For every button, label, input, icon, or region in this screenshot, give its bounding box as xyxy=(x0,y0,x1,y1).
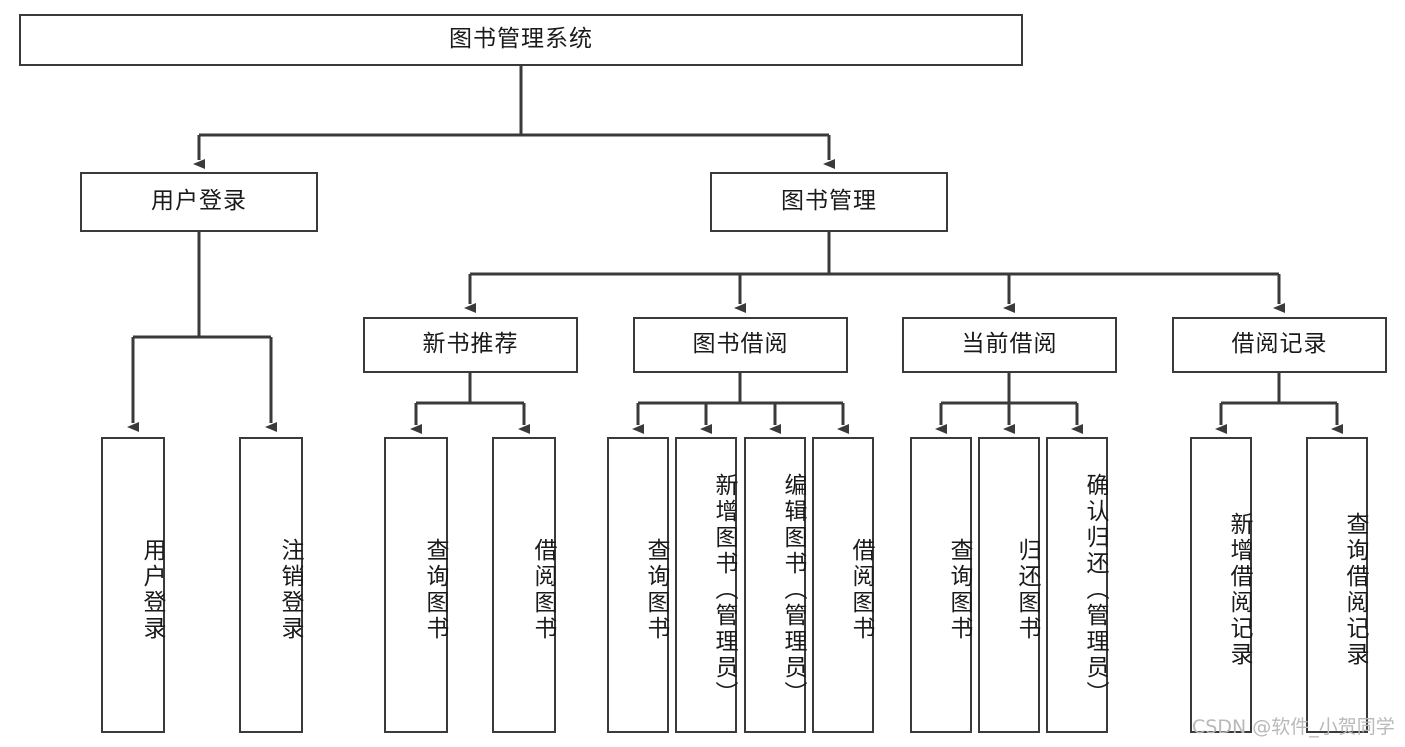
node-user-login-label: 用户登录 xyxy=(151,188,247,215)
node-book-borrow[interactable]: 图书借阅 xyxy=(633,317,848,373)
leaf-borrow-book-1[interactable]: 借阅图书 xyxy=(492,437,556,733)
node-book-manage-label: 图书管理 xyxy=(781,188,877,215)
leaf-return-book[interactable]: 归还图书 xyxy=(978,437,1040,733)
node-new-book-rec-label: 新书推荐 xyxy=(422,331,519,358)
leaf-query-book-2-label: 查询图书 xyxy=(643,538,669,642)
node-new-book-rec[interactable]: 新书推荐 xyxy=(363,317,578,373)
node-user-login[interactable]: 用户登录 xyxy=(80,172,318,232)
leaf-add-book[interactable]: 新增图书（管理员） xyxy=(675,437,737,733)
leaf-logout[interactable]: 注销登录 xyxy=(239,437,303,733)
leaf-query-book-1[interactable]: 查询图书 xyxy=(384,437,448,733)
node-book-borrow-label: 图书借阅 xyxy=(692,331,789,358)
leaf-borrow-book-2-label: 借阅图书 xyxy=(848,538,874,642)
leaf-borrow-book-1-label: 借阅图书 xyxy=(530,538,556,642)
leaf-user-login[interactable]: 用户登录 xyxy=(101,437,165,733)
leaf-borrow-book-2[interactable]: 借阅图书 xyxy=(812,437,874,733)
leaf-query-book-3[interactable]: 查询图书 xyxy=(910,437,972,733)
node-current-borrow[interactable]: 当前借阅 xyxy=(902,317,1117,373)
leaf-add-record[interactable]: 新增借阅记录 xyxy=(1190,437,1252,733)
watermark-text: CSDN @软件_小贺同学 xyxy=(1192,716,1395,738)
leaf-add-book-label: 新增图书（管理员） xyxy=(711,473,737,707)
leaf-query-book-2[interactable]: 查询图书 xyxy=(607,437,669,733)
node-borrow-record[interactable]: 借阅记录 xyxy=(1172,317,1387,373)
leaf-edit-book-label: 编辑图书（管理员） xyxy=(780,473,806,707)
leaf-confirm-return-label: 确认归还（管理员） xyxy=(1082,473,1108,707)
leaf-query-record[interactable]: 查询借阅记录 xyxy=(1306,437,1368,733)
node-borrow-record-label: 借阅记录 xyxy=(1231,331,1328,358)
leaf-query-book-1-label: 查询图书 xyxy=(422,538,448,642)
leaf-confirm-return[interactable]: 确认归还（管理员） xyxy=(1046,437,1108,733)
node-current-borrow-label: 当前借阅 xyxy=(961,331,1058,358)
leaf-query-record-label: 查询借阅记录 xyxy=(1342,512,1368,668)
leaf-return-book-label: 归还图书 xyxy=(1014,538,1040,642)
leaf-user-login-label: 用户登录 xyxy=(139,538,165,642)
leaf-add-record-label: 新增借阅记录 xyxy=(1226,512,1252,668)
node-root[interactable]: 图书管理系统 xyxy=(19,14,1023,66)
leaf-edit-book[interactable]: 编辑图书（管理员） xyxy=(744,437,806,733)
leaf-logout-label: 注销登录 xyxy=(277,538,303,642)
node-root-label: 图书管理系统 xyxy=(449,26,593,53)
leaf-query-book-3-label: 查询图书 xyxy=(946,538,972,642)
node-book-manage[interactable]: 图书管理 xyxy=(710,172,948,232)
